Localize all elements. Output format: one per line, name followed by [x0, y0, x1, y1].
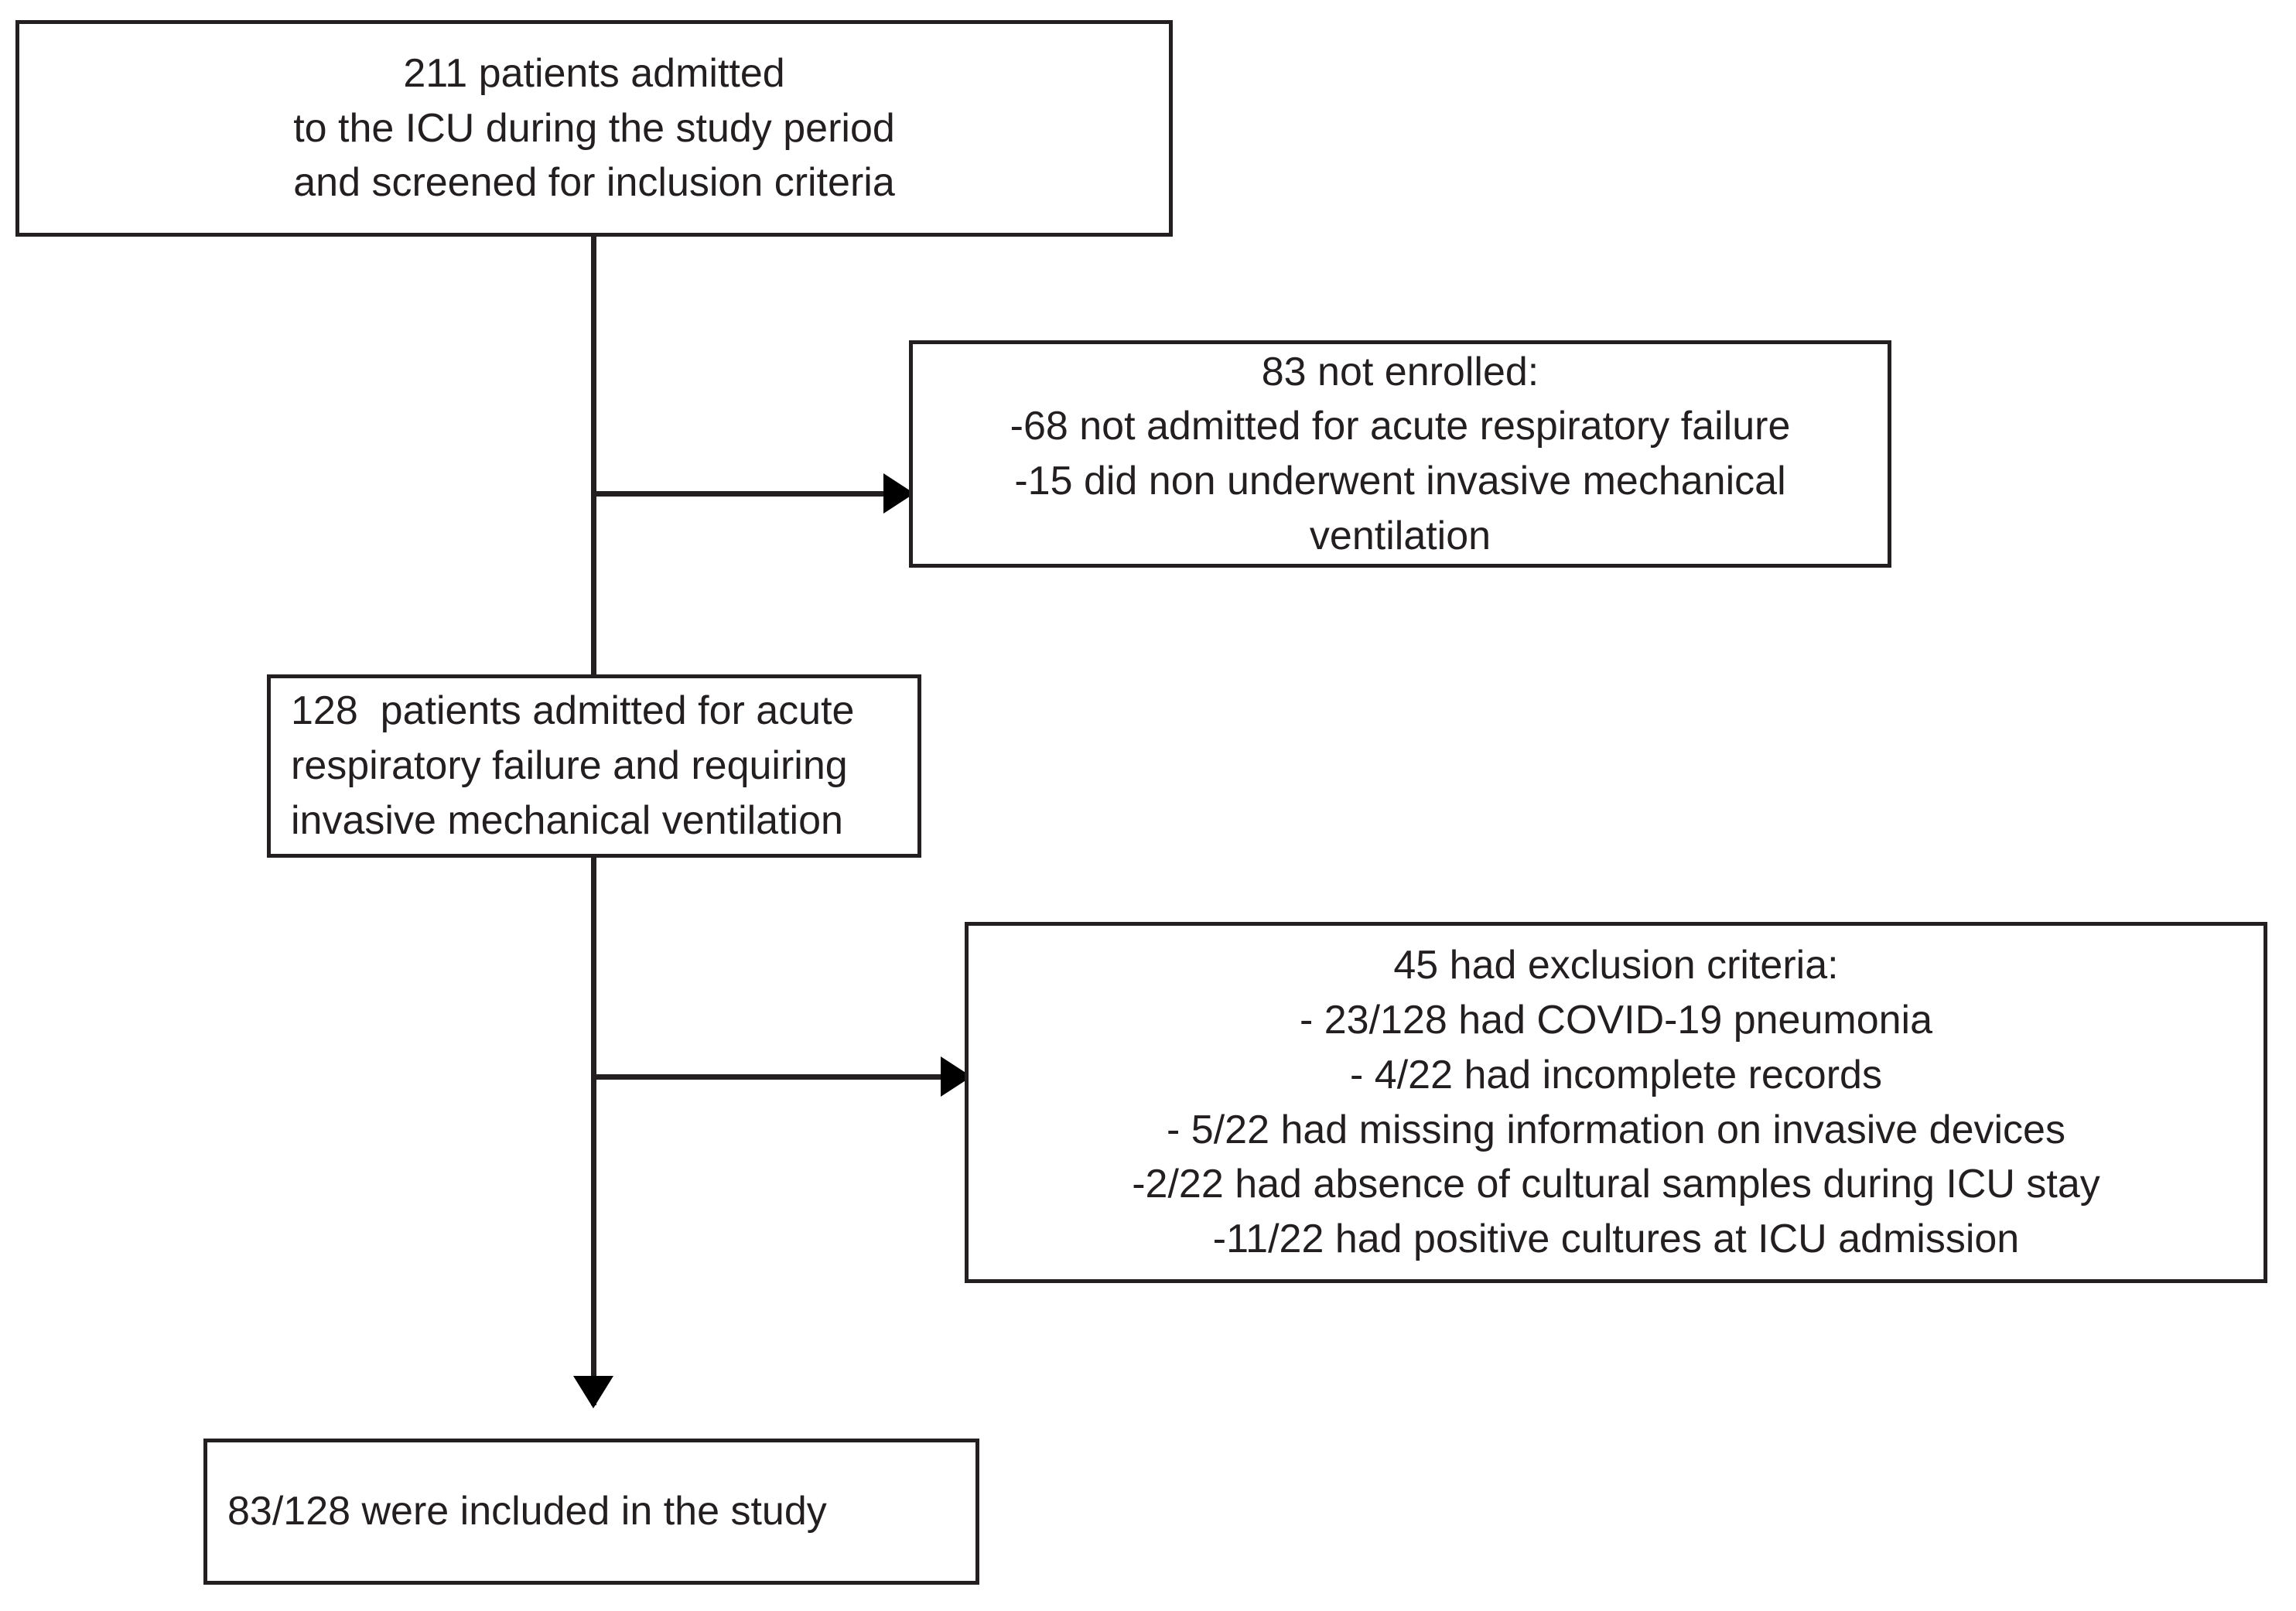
connector-screened-to-admitted [591, 234, 596, 677]
exclusion-line-1: 45 had exclusion criteria: [1393, 943, 1839, 988]
exclusion-line-6: -11/22 had positive cultures at ICU admi… [1212, 1216, 2020, 1261]
not-enrolled-box: 83 not enrolled: -68 not admitted for ac… [909, 340, 1891, 568]
connector-admitted-to-included [591, 855, 596, 1405]
connector-branch-exclusion [591, 1074, 972, 1080]
screened-box: 211 patients admitted to the ICU during … [15, 20, 1173, 237]
screened-line-1: 211 patients admitted [403, 50, 785, 96]
not-enrolled-line-2: -68 not admitted for acute respiratory f… [1010, 404, 1791, 449]
included-line-1: 83/128 were included in the study [227, 1489, 827, 1534]
exclusion-criteria-box: 45 had exclusion criteria: - 23/128 had … [965, 922, 2267, 1283]
admitted-line-1: 128 patients admitted for acute [291, 688, 855, 734]
connector-branch-not-enrolled [591, 491, 914, 497]
admitted-line-3: invasive mechanical ventilation [291, 797, 843, 843]
exclusion-line-5: -2/22 had absence of cultural samples du… [1132, 1162, 2100, 1207]
exclusion-line-2: - 23/128 had COVID-19 pneumonia [1299, 998, 1933, 1043]
exclusion-line-3: - 4/22 had incomplete records [1350, 1052, 1882, 1097]
arrowhead-down-icon [573, 1376, 613, 1408]
included-box: 83/128 were included in the study [203, 1439, 979, 1585]
not-enrolled-line-4: ventilation [1309, 513, 1491, 558]
not-enrolled-line-1: 83 not enrolled: [1261, 349, 1539, 394]
admitted-line-2: respiratory failure and requiring [291, 743, 848, 789]
admitted-arf-box: 128 patients admitted for acute respirat… [267, 674, 921, 858]
screened-line-3: and screened for inclusion criteria [293, 160, 895, 206]
exclusion-line-4: - 5/22 had missing information on invasi… [1167, 1107, 2065, 1152]
screened-line-2: to the ICU during the study period [293, 105, 895, 151]
not-enrolled-line-3: -15 did non underwent invasive mechanica… [1014, 459, 1786, 503]
